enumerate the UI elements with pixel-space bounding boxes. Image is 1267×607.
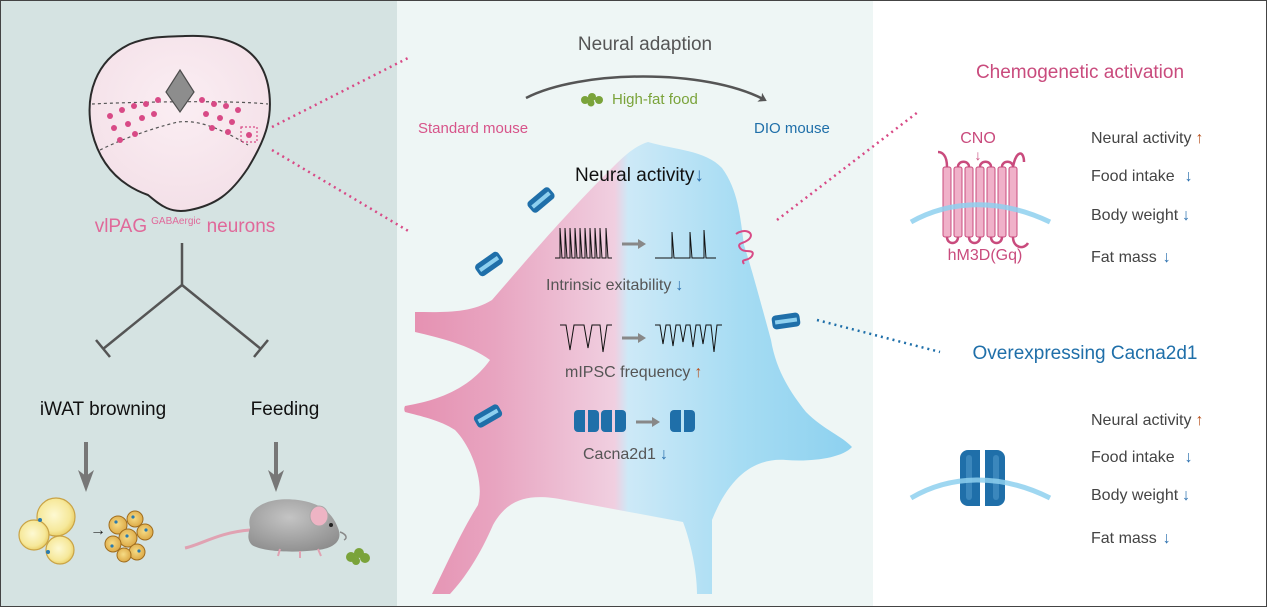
hfd-icon xyxy=(581,93,603,107)
food-pellet-icon xyxy=(346,548,370,565)
down-arrow-left xyxy=(78,442,94,492)
chemo-effects: Neural activity↑ Food intake↓ Body weigh… xyxy=(1091,130,1203,266)
membrane-curve-top xyxy=(909,202,1052,225)
aqueduct-icon xyxy=(165,68,195,114)
beige-fat-icon xyxy=(104,510,154,563)
feeding-label: Feeding xyxy=(251,399,320,420)
chemo-effect-fat-mass: Fat mass↓ xyxy=(1091,249,1171,266)
standard-mouse-label: Standard mouse xyxy=(418,120,528,137)
membrane-channel-3 xyxy=(473,404,503,428)
cacna-effect-fat-mass: Fat mass↓ xyxy=(1091,530,1171,547)
cacna-icons-after xyxy=(670,410,695,432)
mouse-icon xyxy=(184,499,347,558)
adaption-arrow xyxy=(525,75,767,102)
cno-label: CNO xyxy=(960,130,996,147)
chemogenetic-title: Chemogenetic activation xyxy=(976,62,1184,83)
branch-lines xyxy=(95,243,269,358)
membrane-channel-2 xyxy=(475,251,503,277)
dreadd-icon-small xyxy=(735,230,754,265)
chemo-effect-body-weight: Body weight↓ xyxy=(1091,207,1190,224)
cacna-effects: Neural activity↑ Food intake↓ Body weigh… xyxy=(1091,412,1203,547)
mipsc-label: mIPSC frequency↑ xyxy=(565,364,702,381)
iwat-label: iWAT browning xyxy=(40,399,166,420)
membrane-curve-bottom xyxy=(909,477,1052,501)
neuron-body xyxy=(404,142,852,594)
chemo-effect-food-intake: Food intake↓ xyxy=(1091,168,1193,185)
hm3dq-label: hM3D(Gq) xyxy=(948,247,1023,264)
high-firing-trace xyxy=(555,227,612,259)
neural-adaption-title: Neural adaption xyxy=(578,34,712,55)
neuron-dots xyxy=(107,97,252,143)
cacna-icons-before xyxy=(574,410,626,432)
high-mipsc-trace xyxy=(655,324,722,353)
neural-activity-label: Neural activity↓ xyxy=(575,165,704,186)
zoom-line-top xyxy=(271,55,411,129)
low-firing-trace xyxy=(655,229,716,259)
right-panel-bg xyxy=(873,0,1267,607)
cacna-effect-food-intake: Food intake↓ xyxy=(1091,449,1193,466)
chemo-effect-neural-activity: Neural activity↑ xyxy=(1091,130,1203,147)
cno-arrow: ↓ xyxy=(975,147,982,163)
overexpressing-title: Overexpressing Cacna2d1 xyxy=(973,343,1198,364)
membrane-channel-4 xyxy=(771,312,801,330)
cacna-effect-body-weight: Body weight↓ xyxy=(1091,487,1190,504)
white-fat-icon xyxy=(18,497,76,565)
hm3dq-receptor-icon xyxy=(937,150,1030,249)
excitability-label: Intrinsic exitability↓ xyxy=(546,277,683,294)
high-fat-food-label: High-fat food xyxy=(612,91,698,108)
zoom-line-bottom xyxy=(271,148,411,234)
zoom-box xyxy=(240,126,258,143)
down-arrow-right xyxy=(268,442,284,492)
fat-arrow: → xyxy=(90,522,106,539)
low-mipsc-trace xyxy=(560,324,612,353)
dio-mouse-label: DIO mouse xyxy=(754,120,830,137)
cacna-effect-neural-activity: Neural activity↑ xyxy=(1091,412,1203,429)
brain-slice xyxy=(88,34,271,212)
membrane-channel-1 xyxy=(527,187,555,213)
cacna-label: Cacna2d1↓ xyxy=(583,446,668,463)
